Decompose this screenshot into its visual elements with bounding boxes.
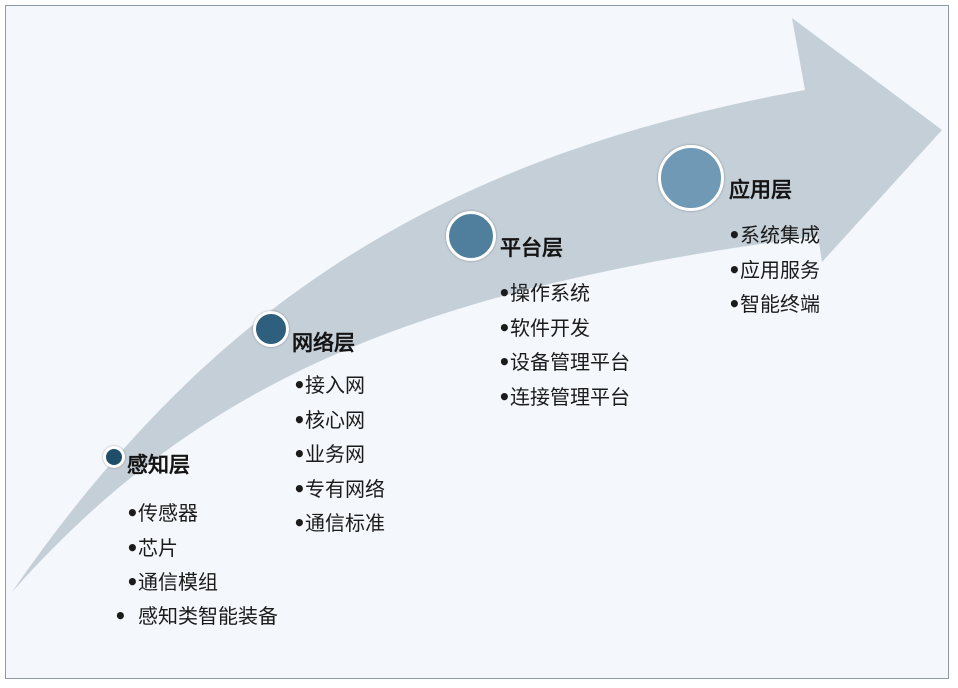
bullet-icon: • bbox=[293, 442, 306, 466]
application-layer-dot bbox=[658, 145, 724, 211]
bullet-icon: • bbox=[728, 257, 741, 282]
perception-layer-dot bbox=[103, 446, 125, 468]
list-item: •操作系统 bbox=[498, 276, 630, 311]
platform-layer-title: 平台层 bbox=[500, 236, 563, 260]
bullet-icon: • bbox=[498, 281, 511, 305]
bullet-icon: • bbox=[293, 407, 306, 432]
bullet-icon: • bbox=[293, 373, 306, 397]
list-item: •芯片 bbox=[126, 531, 288, 566]
bullet-icon: • bbox=[498, 350, 511, 374]
list-item: •业务网 bbox=[293, 437, 385, 472]
bullet-icon: • bbox=[728, 223, 741, 247]
bullet-icon: • bbox=[498, 384, 511, 409]
list-item: •感知类智能装备 bbox=[114, 600, 288, 633]
application-layer-list: •系统集成 •应用服务 •智能终端 bbox=[728, 218, 820, 322]
list-item: •核心网 bbox=[293, 403, 385, 438]
network-layer-list: •接入网 •核心网 •业务网 •专有网络 •通信标准 bbox=[293, 368, 385, 541]
bullet-icon: • bbox=[293, 476, 306, 501]
perception-layer-title: 感知层 bbox=[127, 453, 190, 477]
bullet-icon: • bbox=[126, 535, 139, 560]
list-item: •系统集成 bbox=[728, 218, 820, 253]
bullet-icon: • bbox=[126, 570, 139, 594]
platform-layer-list: •操作系统 •软件开发 •设备管理平台 •连接管理平台 bbox=[498, 276, 630, 414]
bullet-icon: • bbox=[114, 603, 127, 628]
list-item: •传感器 bbox=[126, 496, 288, 531]
perception-layer-list: •传感器 •芯片 •通信模组 •感知类智能装备 bbox=[114, 496, 288, 633]
list-item: •应用服务 bbox=[728, 253, 820, 288]
bullet-icon: • bbox=[498, 315, 511, 340]
list-item: •连接管理平台 bbox=[498, 380, 630, 415]
list-item: •软件开发 bbox=[498, 311, 630, 346]
list-item: •通信标准 bbox=[293, 506, 385, 541]
list-item: •智能终端 bbox=[728, 287, 820, 322]
application-layer-title: 应用层 bbox=[729, 178, 792, 202]
network-layer-title: 网络层 bbox=[292, 331, 355, 355]
bullet-icon: • bbox=[293, 511, 306, 535]
bullet-icon: • bbox=[126, 501, 139, 525]
list-item: •设备管理平台 bbox=[498, 345, 630, 380]
list-item: •专有网络 bbox=[293, 472, 385, 507]
network-layer-dot bbox=[253, 311, 289, 347]
platform-layer-dot bbox=[446, 211, 496, 261]
bullet-icon: • bbox=[728, 292, 741, 316]
list-item: •接入网 bbox=[293, 368, 385, 403]
list-item: •通信模组 bbox=[126, 565, 288, 600]
